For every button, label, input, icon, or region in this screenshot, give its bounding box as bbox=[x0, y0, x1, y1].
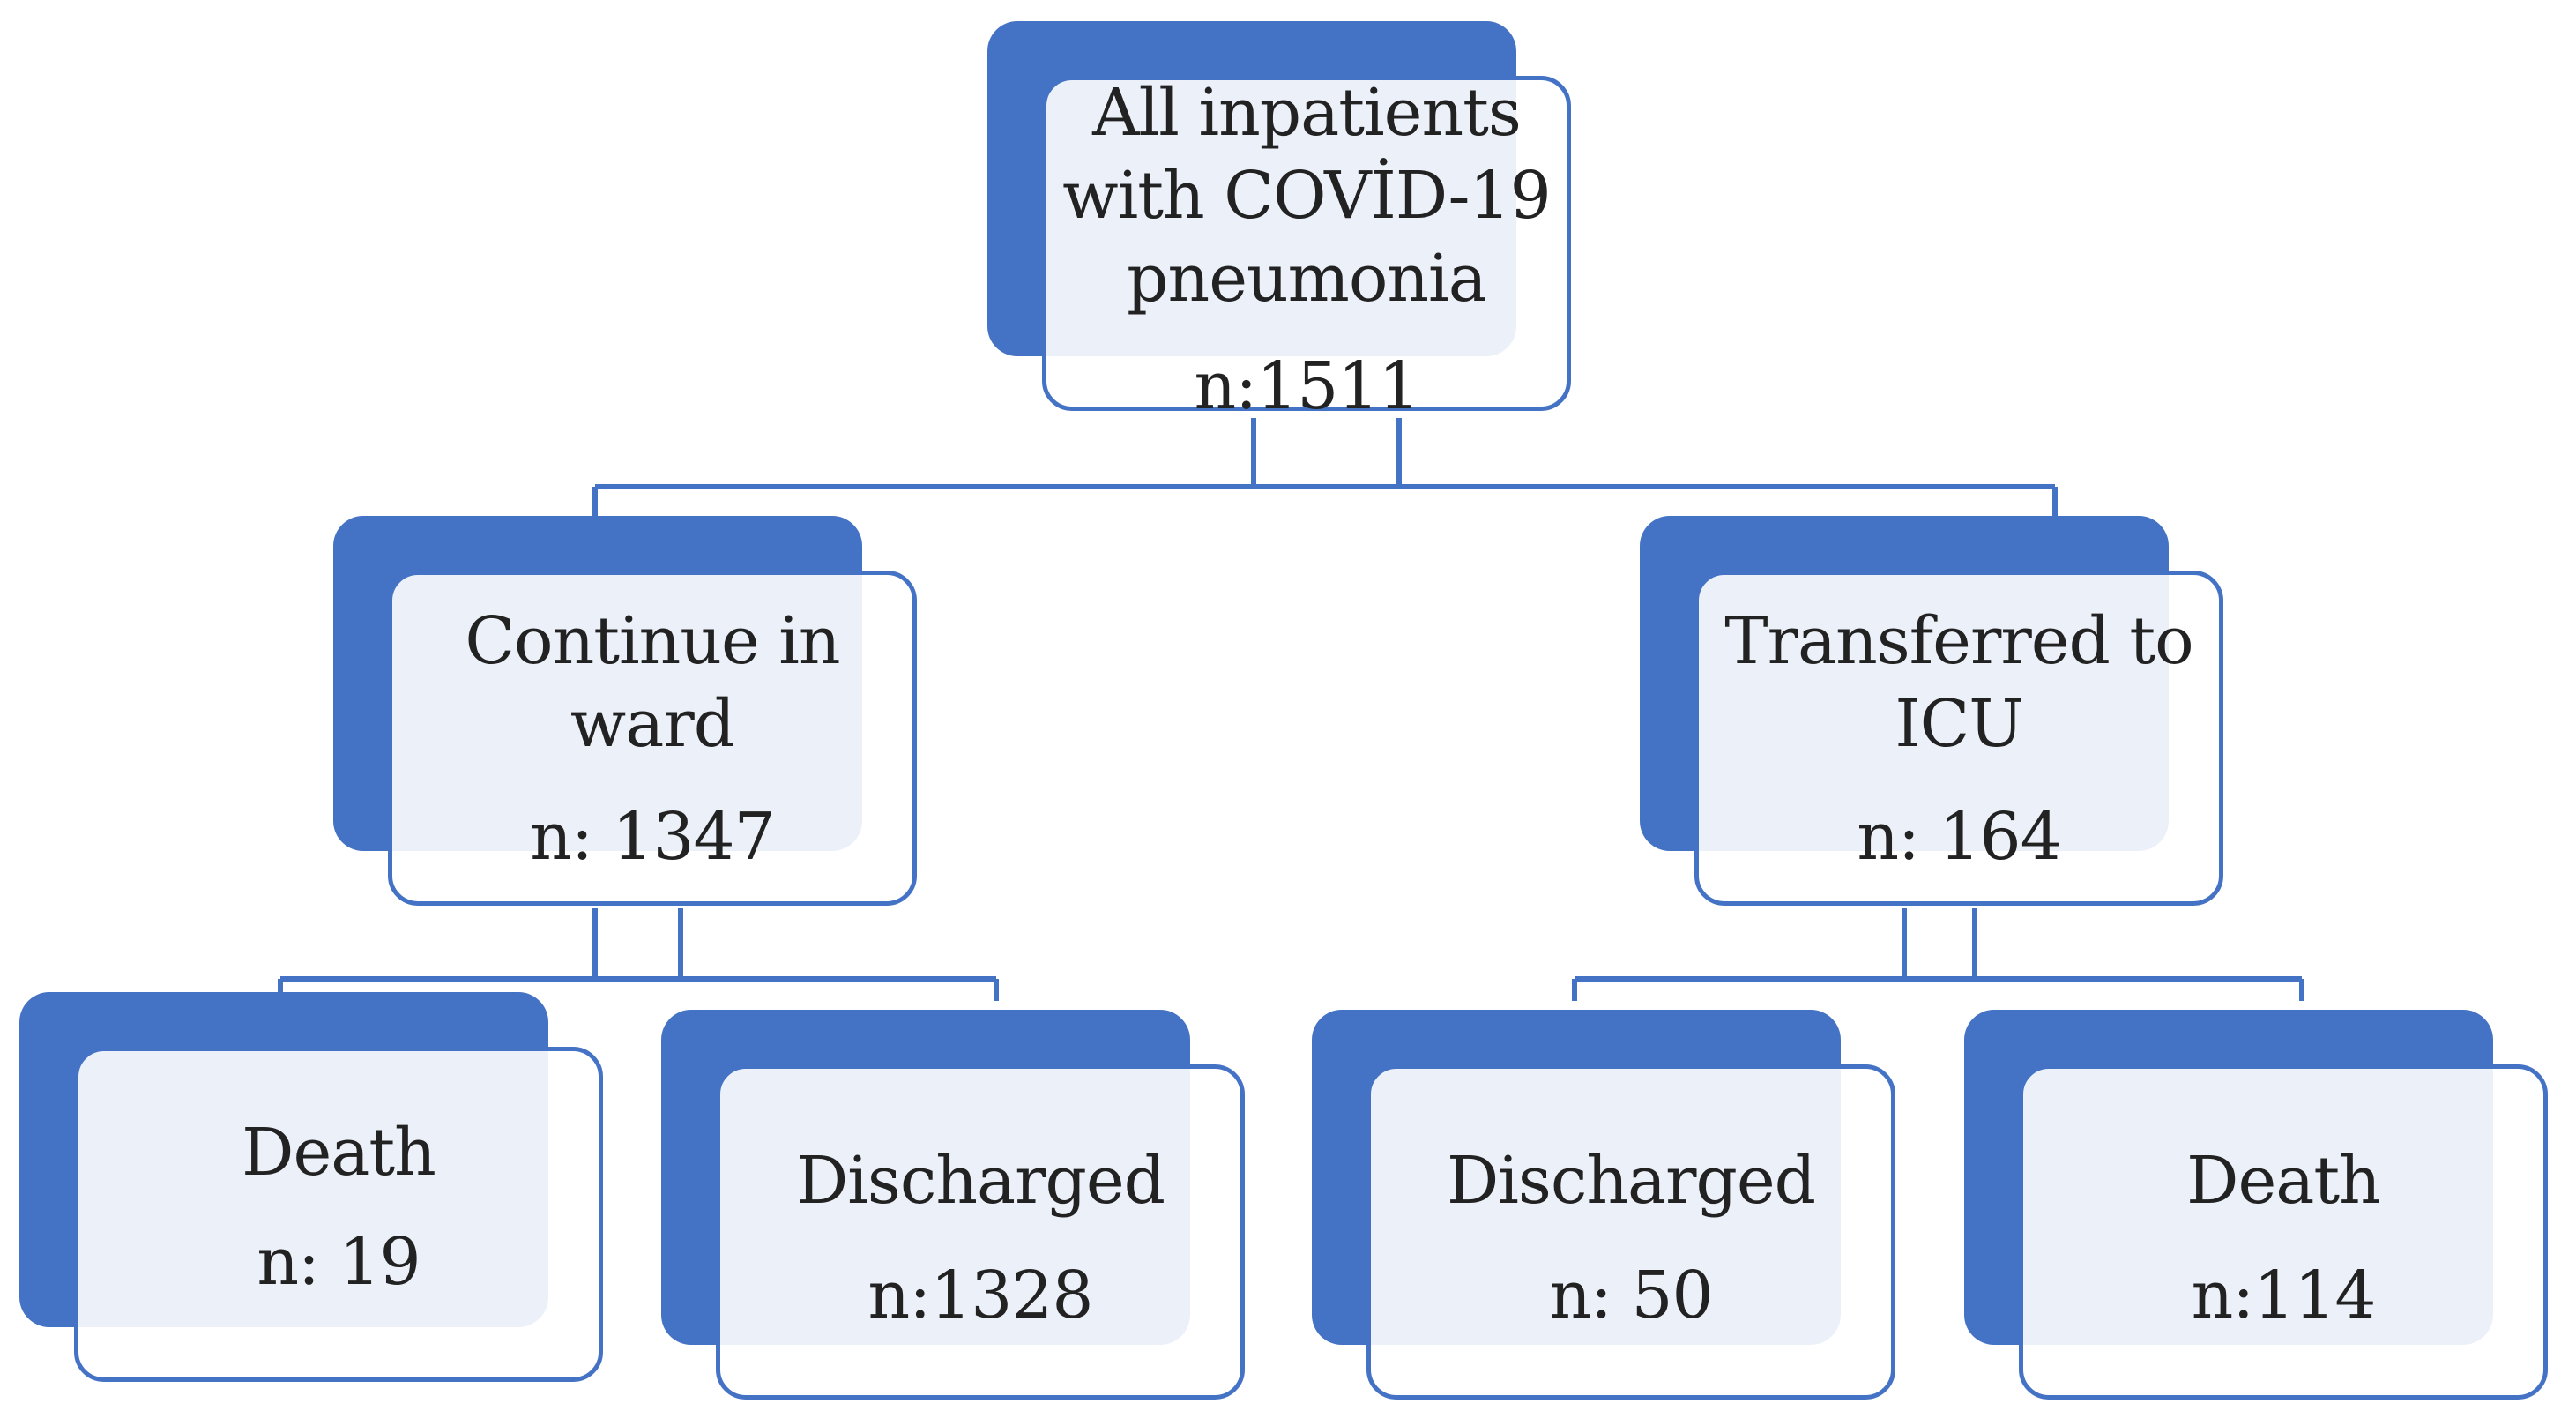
node-card: All inpatients with COVİD-19 pneumonia n… bbox=[1042, 75, 1571, 424]
node-label: Continue in ward bbox=[465, 603, 840, 762]
node-count: n: 164 bbox=[1857, 799, 2061, 875]
node-count: n: 19 bbox=[257, 1224, 421, 1300]
node-label: Discharged bbox=[795, 1143, 1165, 1219]
node-label: All inpatients with COVİD-19 pneumonia bbox=[1062, 75, 1551, 317]
node-card: Transferred to ICU n: 164 bbox=[1694, 571, 2223, 906]
node-card: Discharged n: 50 bbox=[1366, 1064, 1895, 1400]
node-card: Discharged n:1328 bbox=[716, 1064, 1245, 1400]
node-label: Transferred to ICU bbox=[1724, 603, 2193, 762]
node-count: n:1328 bbox=[867, 1258, 1094, 1333]
node-count: n: 50 bbox=[1549, 1258, 1713, 1333]
node-card: Continue in ward n: 1347 bbox=[388, 571, 917, 906]
node-count: n:114 bbox=[2191, 1258, 2377, 1333]
node-count: n: 1347 bbox=[530, 799, 775, 875]
node-label: Discharged bbox=[1446, 1143, 1816, 1219]
node-card: Death n:114 bbox=[2019, 1064, 2548, 1400]
node-label: Death bbox=[242, 1115, 436, 1191]
node-label: Death bbox=[2186, 1143, 2381, 1219]
node-card: Death n: 19 bbox=[74, 1047, 603, 1382]
node-count: n:1511 bbox=[1194, 348, 1420, 424]
